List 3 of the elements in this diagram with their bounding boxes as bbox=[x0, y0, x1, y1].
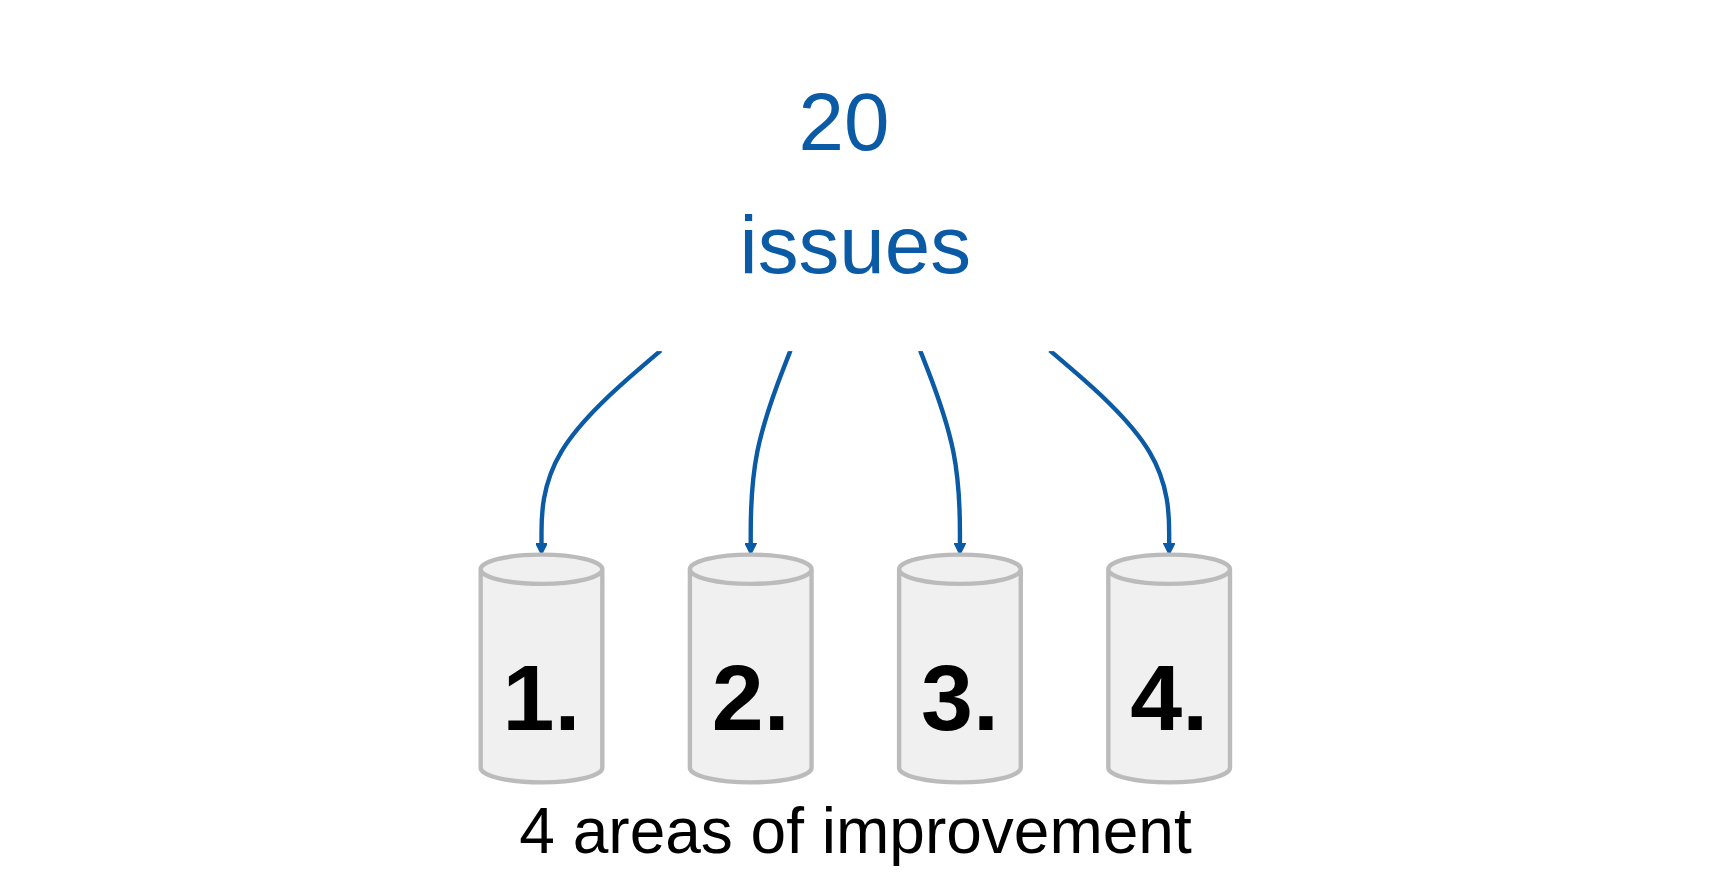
diagram-caption: 4 areas of improvement bbox=[519, 794, 1192, 868]
node-text: 20 issues bbox=[739, 76, 972, 291]
arrow bbox=[918, 349, 967, 556]
